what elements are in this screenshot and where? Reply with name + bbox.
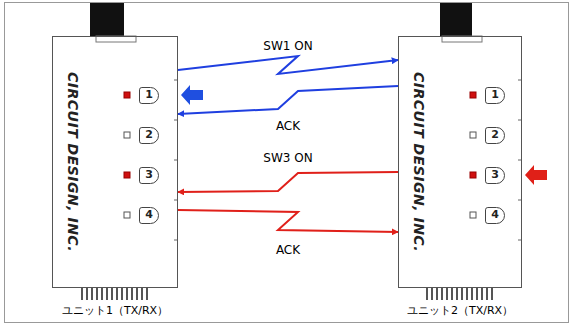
switch-number: 4 bbox=[139, 207, 159, 224]
led bbox=[124, 212, 130, 218]
led bbox=[470, 92, 476, 98]
led bbox=[470, 212, 476, 218]
link-label: ACK bbox=[274, 119, 302, 133]
led bbox=[124, 132, 130, 138]
unit-caption: ユニット1（TX/RX） bbox=[62, 303, 168, 318]
switch-number: 4 bbox=[485, 207, 505, 224]
unit-body bbox=[52, 36, 178, 288]
frame bbox=[5, 3, 569, 323]
switch-number: 2 bbox=[485, 127, 505, 144]
switch-number: 2 bbox=[139, 127, 159, 144]
brand-logo: CIRCUIT DESIGN, INC. bbox=[411, 72, 427, 252]
link-label: SW3 ON bbox=[261, 151, 314, 165]
unit-caption: ユニット2（TX/RX） bbox=[407, 303, 513, 318]
switch-number: 3 bbox=[485, 167, 505, 184]
led bbox=[470, 132, 476, 138]
brand-logo: CIRCUIT DESIGN, INC. bbox=[65, 72, 81, 252]
connector-pins bbox=[424, 288, 496, 300]
connector-pins bbox=[78, 288, 150, 300]
link-label: ACK bbox=[274, 243, 302, 257]
radio-link bbox=[178, 56, 398, 74]
led bbox=[470, 172, 476, 178]
led bbox=[124, 92, 130, 98]
radio-link bbox=[178, 86, 398, 114]
switch-number: 1 bbox=[139, 87, 159, 104]
antenna bbox=[90, 3, 124, 37]
link-label: SW1 ON bbox=[261, 39, 314, 53]
switch-number: 3 bbox=[139, 167, 159, 184]
radio-unit: CIRCUIT DESIGN, INC.ユニット2（TX/RX）1234 bbox=[398, 36, 522, 288]
radio-link bbox=[178, 210, 398, 232]
switch-number: 1 bbox=[485, 87, 505, 104]
press-arrow bbox=[181, 85, 203, 105]
radio-unit: CIRCUIT DESIGN, INC.ユニット1（TX/RX）1234 bbox=[52, 36, 178, 288]
unit-body bbox=[398, 36, 522, 288]
radio-link bbox=[178, 172, 398, 192]
press-arrow bbox=[525, 165, 547, 185]
led bbox=[124, 172, 130, 178]
antenna bbox=[440, 3, 472, 37]
